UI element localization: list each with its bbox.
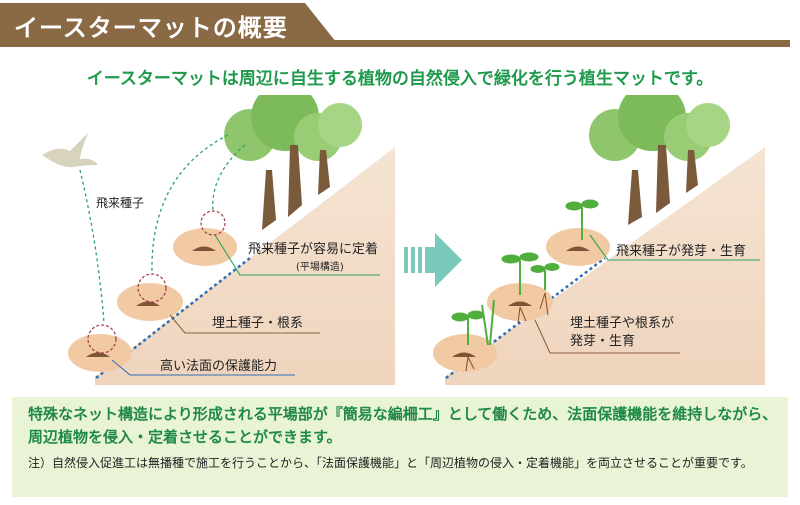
- diagram: 飛来種子 飛来種子が容易に定着 (平場構造) 埋土種子・根系 高い法面の保護能力: [42, 95, 765, 385]
- left-landing-markers: [87, 210, 226, 354]
- label-seed-fix: 飛来種子が容易に定着: [248, 241, 378, 257]
- left-terraces: [68, 228, 237, 372]
- label-protect: 高い法面の保護能力: [160, 358, 277, 374]
- header: イースターマットの概要: [0, 0, 800, 50]
- left-slope: [95, 147, 395, 385]
- info-main-text: 特殊なネット構造により形成される平場部が『簡易な編柵工』として働くため、法面保護…: [28, 405, 778, 446]
- right-leader-lines: [534, 234, 760, 354]
- left-seed-paths: [79, 134, 246, 324]
- sprout-icons: [451, 199, 599, 346]
- root-lines: [465, 292, 549, 372]
- header-bar: [300, 40, 790, 47]
- label-flying-seed: 飛来種子: [96, 196, 144, 210]
- page-title: イースターマットの概要: [14, 14, 288, 42]
- right-terraces: [433, 228, 610, 372]
- subtitle: イースターマットは周辺に自生する植物の自然侵入で緑化を行う植生マットです。: [86, 69, 714, 89]
- left-slope-diagram: 飛来種子 飛来種子が容易に定着 (平場構造) 埋土種子・根系 高い法面の保護能力: [42, 95, 395, 385]
- label-buried-seed: 埋土種子・根系: [212, 315, 303, 331]
- right-slope: [445, 147, 765, 385]
- bird-icon: [42, 133, 98, 168]
- header-tab: [0, 3, 340, 47]
- label-germinate: 飛来種子が発芽・生育: [616, 243, 746, 259]
- info-box: 特殊なネット構造により形成される平場部が『簡易な編柵工』として働くため、法面保護…: [12, 397, 788, 497]
- right-slope-diagram: 飛来種子が発芽・生育 埋土種子や根系が 発芽・生育: [433, 95, 765, 385]
- info-note-text: 注）自然侵入促進工は無播種で施工を行うことから、「法面保護機能」と「周辺植物の侵…: [28, 456, 753, 470]
- label-buried-line2: 発芽・生育: [570, 333, 635, 349]
- transition-arrow: [404, 233, 462, 287]
- left-trees: [224, 95, 362, 230]
- right-trees: [589, 95, 730, 225]
- left-leader-lines: [111, 234, 380, 376]
- label-buried-line1: 埋土種子や根系が: [570, 315, 674, 331]
- label-seed-fix-sub: (平場構造): [296, 260, 344, 273]
